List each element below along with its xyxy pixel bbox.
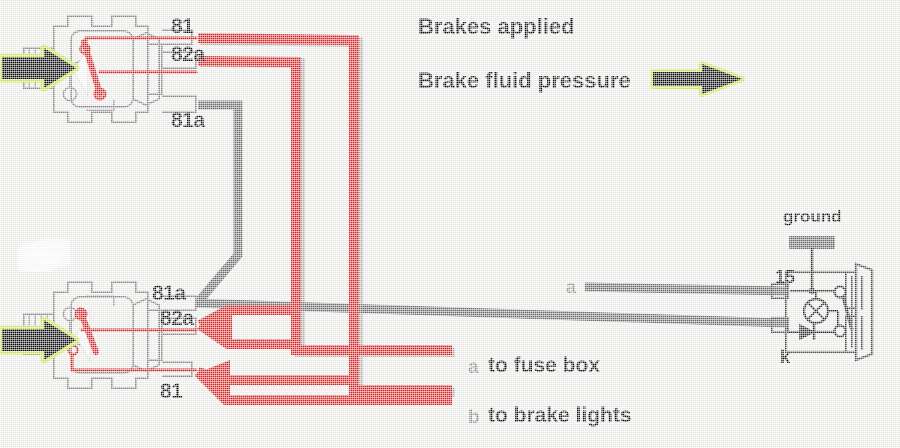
wire-marker-a: a [566, 277, 577, 297]
terminal-label-15: 15 [775, 267, 796, 287]
legend-key-b: b [468, 407, 480, 428]
wire-upper81-to-b [197, 33, 452, 395]
red-arrow-heads [200, 307, 232, 398]
wire-lower81-lower-leg [194, 368, 452, 405]
terminal-label-k: k [780, 347, 791, 367]
lower-switch-red-contacts [67, 307, 198, 372]
ground-label: ground [783, 207, 842, 226]
terminal-label-lower-81: 81 [160, 380, 183, 403]
wire-upper82a-to-a [197, 56, 452, 355]
wire-a-to-15 [584, 282, 786, 296]
legend-pressure-arrow [650, 61, 745, 97]
legend-text-b: to brake lights [488, 404, 632, 427]
upper-brake-switch-body [22, 14, 197, 124]
gray-wire-harness [195, 100, 786, 328]
terminal-label-upper-81a: 81a [171, 109, 205, 132]
wire-81a-link [196, 100, 243, 303]
wire-lower82a-lower-leg [197, 320, 296, 349]
red-wire-harness [194, 33, 452, 405]
note-brakes-applied: Brakes applied [418, 14, 575, 39]
legend-text-a: to fuse box [488, 354, 601, 377]
control-unit [770, 236, 874, 362]
terminal-label-lower-81a: 81a [152, 282, 186, 305]
terminal-label-upper-81: 81 [171, 15, 194, 38]
pressure-arrow-upper [0, 44, 80, 92]
pressure-arrow-lower [0, 316, 80, 364]
note-brake-fluid-pressure: Brake fluid pressure [418, 68, 631, 93]
terminal-label-upper-82a: 82a [171, 43, 205, 66]
upper-switch-red-contacts [79, 36, 198, 101]
legend-key-a: a [468, 357, 479, 378]
terminal-label-lower-82a: 82a [160, 307, 194, 330]
